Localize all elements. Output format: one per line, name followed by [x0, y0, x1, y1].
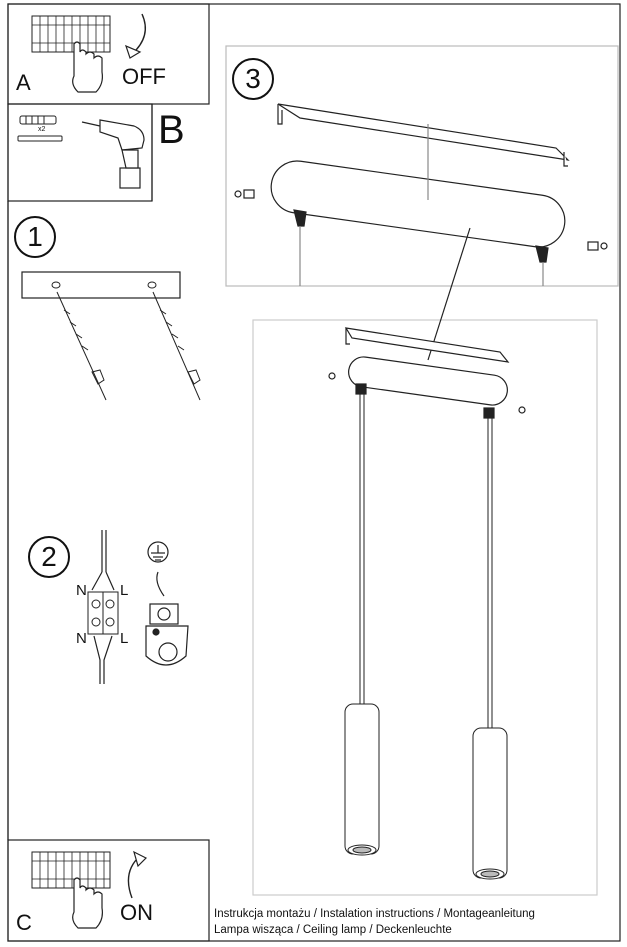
curved-arrow-icon — [131, 13, 146, 55]
ground-terminal-icon — [145, 603, 189, 666]
terminal-block-icon — [87, 591, 119, 635]
circuit-breaker-icon — [31, 15, 111, 53]
drill-icon — [81, 119, 145, 189]
wire-l-bottom: L — [120, 630, 129, 647]
panel-c-letter: C — [16, 910, 32, 935]
footer-line-2: Lampa wisząca / Ceiling lamp / Deckenleu… — [214, 924, 452, 936]
plug-count: x2 — [38, 126, 46, 133]
panel-b-letter: B — [158, 108, 185, 152]
wire-l-top: L — [120, 582, 129, 599]
screw-icon — [17, 135, 63, 142]
panel-c-state: ON — [120, 900, 153, 925]
step-2-marker: 2 — [28, 536, 70, 578]
footer-line-1: Instrukcja montażu / Instalation instruc… — [214, 908, 535, 920]
wire-n-top: N — [76, 582, 87, 599]
wire-n-bottom: N — [76, 630, 87, 647]
panel-a-state: OFF — [122, 64, 166, 89]
wall-plug-icon — [19, 115, 57, 125]
step-3-marker: 3 — [232, 58, 274, 100]
ground-symbol-icon — [147, 541, 169, 597]
step-1-marker: 1 — [14, 216, 56, 258]
hand-icon — [72, 41, 103, 93]
panel-a-letter: A — [16, 70, 31, 95]
